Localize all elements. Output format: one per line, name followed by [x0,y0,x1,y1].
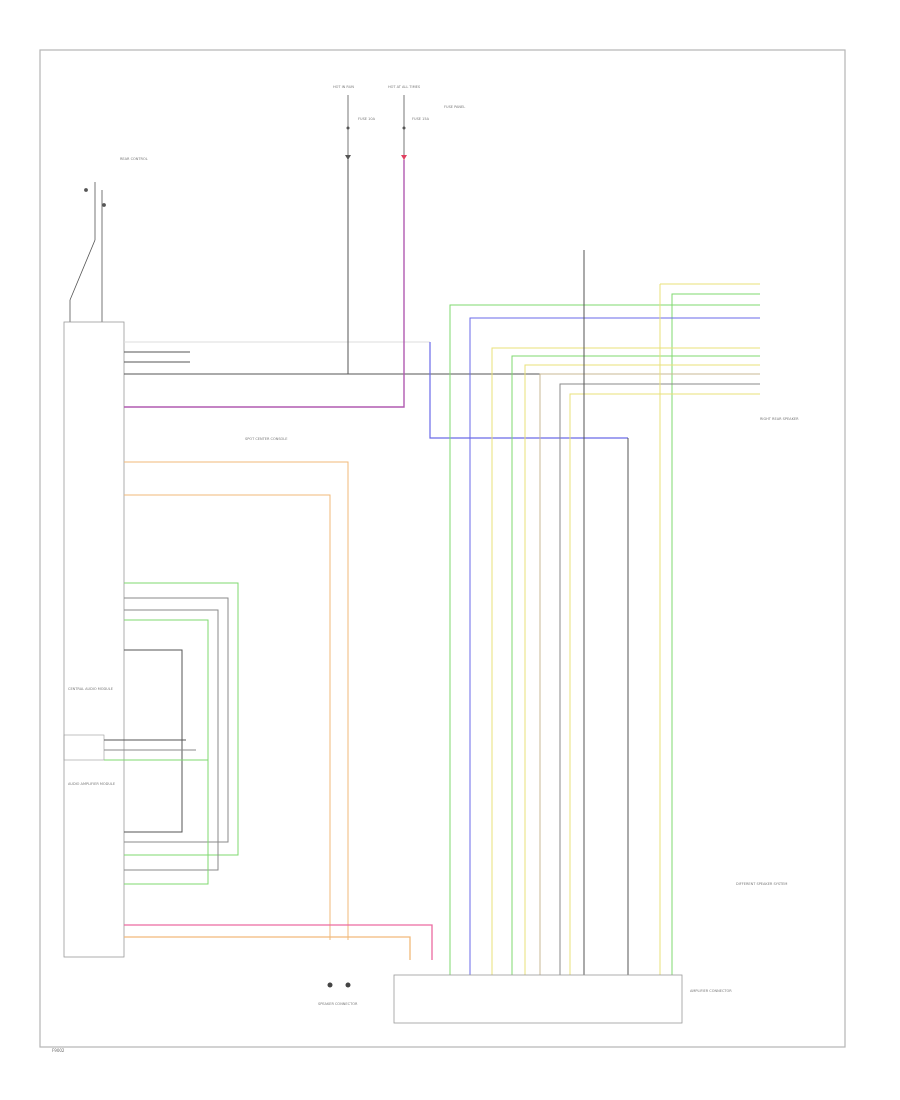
fuse-drops [345,95,407,160]
fuse-left-title: HOT IN RUN [333,85,354,89]
corner-label: F9002 [52,1048,65,1053]
right-bundle-wires [449,250,760,975]
speaker-connector-pins [327,982,351,988]
diagram-frame [39,49,846,1048]
speaker-system-label: DIFFERENT SPEAKER SYSTEM [736,882,787,886]
amplifier-connector-box [393,974,683,1024]
module-wires [124,160,760,960]
right-connector-label: RIGHT REAR SPEAKER [760,417,799,421]
blue-wire [429,342,628,439]
central-audio-module-label: CENTRAL AUDIO MODULE [68,687,113,691]
fuse-left-label: FUSE 10A [358,117,376,121]
audio-amplifier-label: AUDIO AMPLIFIER MODULE [68,782,115,786]
speaker-connector-label: SPEAKER CONNECTOR [318,1002,358,1006]
amp-connector-wires [104,739,208,761]
upper-left-component-label: REAR CONTROL [120,157,148,161]
fuse-right-label: FUSE 15A [412,117,430,121]
fuse-right-note: FUSE PANEL [444,105,465,109]
upper-left-switch [69,182,106,322]
amplifier-connector-label: AMPLIFIER CONNECTOR [690,989,732,993]
center-console-label: SPOT CENTER CONSOLE [245,437,287,441]
fuse-right-title: HOT AT ALL TIMES [388,85,421,89]
amp-connector-box [63,734,105,761]
central-audio-module-box [63,321,125,958]
